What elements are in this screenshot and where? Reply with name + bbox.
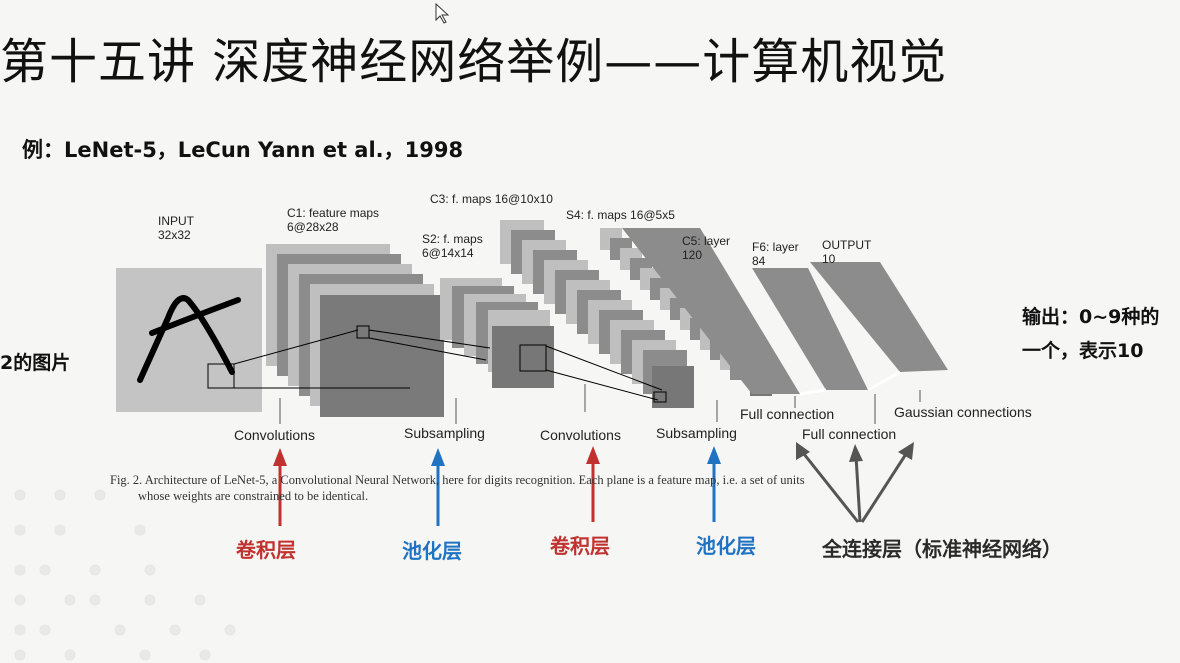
op-full-connection-2: Full connection — [802, 426, 897, 442]
op-convolutions-2: Convolutions — [540, 427, 621, 443]
right-note-line-1: 输出：0~9种的 — [1022, 306, 1160, 328]
input-image — [116, 268, 262, 412]
f6-layer — [752, 268, 868, 390]
conv-arrow-1 — [273, 448, 287, 526]
pool-arrow-1 — [431, 448, 445, 526]
op-convolutions-1: Convolutions — [234, 427, 315, 443]
slide-title: 第十五讲 深度神经网络举例——计算机视觉 — [0, 34, 948, 90]
left-side-note: 2的图片 — [0, 352, 71, 374]
figure-caption: Fig. 2. Architecture of LeNet-5, a Convo… — [110, 473, 805, 503]
right-note-line-2: 一个，表示10 — [1022, 340, 1144, 362]
op-subsampling-1: Subsampling — [404, 425, 485, 441]
op-full-connection-1: Full connection — [740, 406, 835, 422]
s2-feature-maps — [440, 278, 554, 388]
conv-layer-annotation-1: 卷积层 — [236, 538, 296, 562]
c3-feature-maps — [500, 220, 694, 408]
c5-layer — [622, 228, 800, 394]
background-dot-pattern — [14, 489, 236, 661]
fc-layer-annotation: 全连接层（标准神经网络） — [822, 537, 1062, 561]
conv-arrow-2 — [586, 446, 600, 522]
handwritten-a — [137, 295, 241, 383]
c1-feature-maps — [266, 244, 444, 417]
c3-label: C3: f. maps 16@10x10 — [430, 192, 553, 206]
conv-layer-annotation-2: 卷积层 — [550, 534, 610, 558]
pool-layer-annotation-1: 池化层 — [402, 539, 462, 563]
example-citation: 例：LeNet-5，LeCun Yann et al.，1998 — [22, 138, 464, 162]
pool-arrow-2 — [707, 446, 721, 522]
s4-label: S4: f. maps 16@5x5 — [566, 208, 675, 222]
op-subsampling-2: Subsampling — [656, 425, 737, 441]
output-layer — [810, 262, 948, 372]
pool-layer-annotation-2: 池化层 — [696, 534, 756, 558]
op-gaussian-connections: Gaussian connections — [894, 404, 1032, 420]
fc-arrows — [796, 442, 914, 523]
